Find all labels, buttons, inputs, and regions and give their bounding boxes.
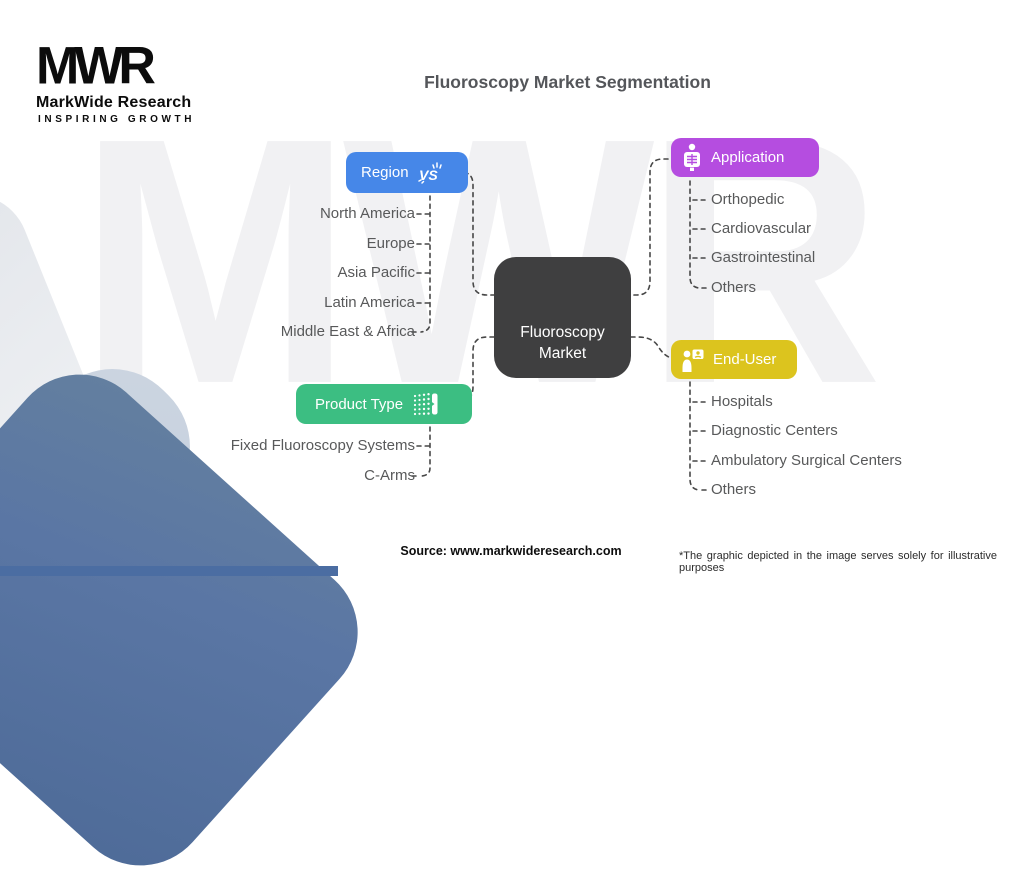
application-item[interactable]: Gastrointestinal: [711, 249, 816, 266]
logo-tagline: INSPIRING GROWTH: [38, 114, 196, 125]
end-user-node[interactable]: End-User: [671, 340, 797, 379]
product-type-node[interactable]: Product Type: [296, 384, 472, 424]
svg-text:VS: VS: [419, 167, 438, 183]
central-node-fluoroscopy-market[interactable]: Fluoroscopy Market: [494, 257, 631, 378]
region-item[interactable]: Middle East & Africa: [280, 323, 415, 340]
central-node-line2: Market: [538, 345, 587, 362]
region-item[interactable]: North America: [319, 205, 415, 222]
region-spine: [411, 195, 431, 333]
end-user-item[interactable]: Diagnostic Centers: [711, 422, 838, 439]
region-item[interactable]: Asia Pacific: [337, 264, 415, 281]
decor-bottom-strip: [0, 566, 338, 576]
end-user-item[interactable]: Ambulatory Surgical Centers: [711, 452, 902, 469]
end-user-item[interactable]: Hospitals: [711, 393, 773, 410]
application-node-label: Application: [711, 149, 785, 166]
person-badge-icon: [680, 347, 706, 373]
markwide-logo: MWR MarkWide Research INSPIRING GROWTH: [36, 36, 196, 125]
product-type-node-label: Product Type: [315, 395, 404, 413]
product-type-item[interactable]: Fixed Fluoroscopy Systems: [230, 437, 415, 454]
vs-burst-icon: VS: [416, 161, 444, 185]
enduser-to-center-connector: [630, 336, 672, 359]
application-to-center-connector: [630, 158, 669, 296]
logo-name: MarkWide Research: [36, 94, 192, 111]
page-title: Fluoroscopy Market Segmentation: [424, 72, 711, 92]
application-node[interactable]: Application: [671, 138, 819, 177]
region-node-label: Region: [361, 164, 409, 181]
central-node-line1: Fluoroscopy: [520, 324, 605, 341]
application-spine: [689, 180, 707, 289]
source-text: Source: www.markwideresearch.com: [400, 544, 622, 558]
region-item[interactable]: Latin America: [324, 294, 415, 311]
enduser-spine: [689, 381, 707, 491]
application-item[interactable]: Others: [711, 279, 757, 296]
end-user-item[interactable]: Others: [711, 481, 757, 498]
region-item[interactable]: Europe: [366, 235, 415, 252]
body-scan-icon: [682, 143, 702, 172]
disclaimer-text: *The graphic depicted in the image serve…: [679, 550, 997, 574]
product-spine: [411, 426, 431, 477]
dotted-transition-icon: [411, 391, 440, 417]
application-item[interactable]: Cardiovascular: [711, 220, 812, 237]
end-user-node-label: End-User: [713, 351, 777, 368]
logo-mark: MWR: [36, 36, 156, 96]
product-type-item[interactable]: C-Arms: [364, 467, 415, 484]
application-item[interactable]: Orthopedic: [711, 191, 785, 208]
region-node[interactable]: Region VS: [346, 152, 468, 193]
